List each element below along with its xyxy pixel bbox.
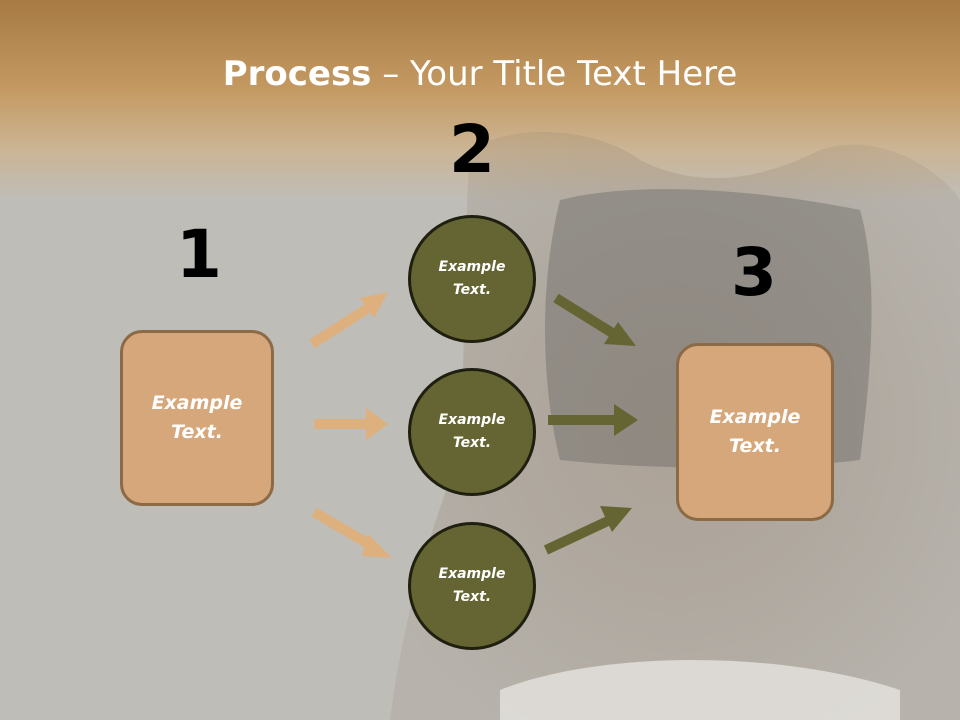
arrow-to-circle-2 (314, 408, 388, 440)
arrow-to-circle-3 (311, 507, 392, 558)
process-box-1-label: Example Text. (151, 392, 243, 443)
arrow-from-circle-2 (548, 404, 638, 436)
process-circle-3-label: Example Text. (438, 566, 506, 605)
title-rest: – Your Title Text Here (371, 54, 738, 94)
step-number-2: 2 (449, 111, 495, 188)
process-circle-1: Example Text. (408, 215, 536, 343)
process-box-2: Example Text. (676, 343, 834, 521)
process-box-1: Example Text. (120, 330, 274, 506)
arrow-to-circle-1 (309, 292, 388, 349)
slide-title: Process – Your Title Text Here (0, 52, 960, 96)
arrow-from-circle-3 (543, 506, 632, 555)
process-circle-2-label: Example Text. (438, 412, 506, 451)
process-box-2-label: Example Text. (709, 406, 801, 457)
process-circle-1-label: Example Text. (438, 259, 506, 298)
step-number-1: 1 (176, 216, 222, 293)
process-circle-2: Example Text. (408, 368, 536, 496)
arrow-from-circle-1 (553, 293, 636, 346)
process-circle-3: Example Text. (408, 522, 536, 650)
title-bold: Process (222, 54, 372, 94)
step-number-3: 3 (731, 234, 777, 311)
